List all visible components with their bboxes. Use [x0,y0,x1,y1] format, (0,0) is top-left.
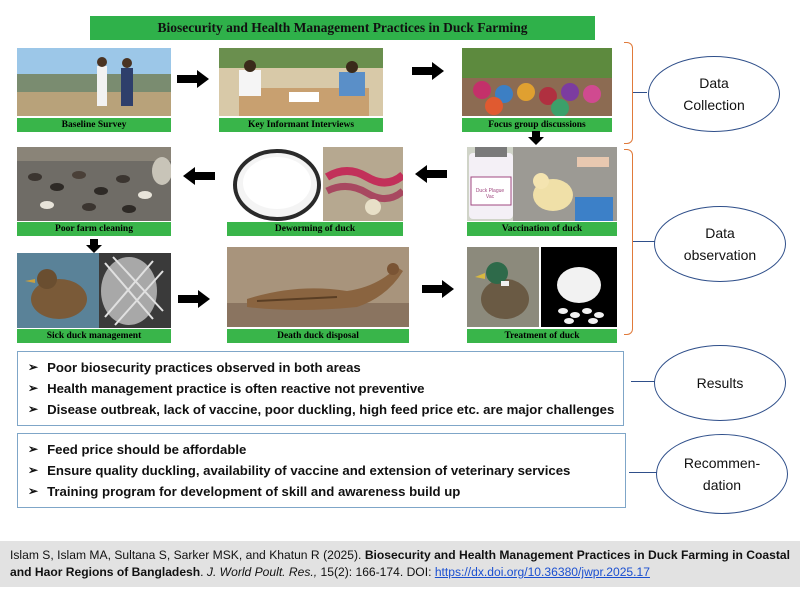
caption-vaccination: Vaccination of duck [467,222,617,236]
caption-deworming: Deworming of duck [227,222,403,236]
connector-collection [633,92,647,93]
diagram-title: Biosecurity and Health Management Practi… [90,16,595,40]
treatment-image [467,247,617,327]
caption-key-informant-interviews: Key Informant Interviews [219,118,383,132]
sick-duck-image [17,253,171,328]
list-item: ➢Ensure quality duckling, availability o… [28,460,615,481]
arrow-right-icon [412,62,444,80]
bracket-data-observation [624,149,633,335]
list-item: ➢Training program for development of ski… [28,481,615,502]
citation-authors: Islam S, Islam MA, Sultana S, Sarker MSK… [10,548,362,562]
connector-observation [633,241,655,242]
arrow-right-icon [422,280,454,298]
caption-sick-duck: Sick duck management [17,329,171,343]
baseline-survey-image [17,48,171,116]
farm-cleaning-image [17,147,171,221]
results-box: ➢Poor biosecurity practices observed in … [17,351,624,426]
arrow-bullet-icon: ➢ [28,463,39,477]
photo-baseline-survey [17,48,171,116]
caption-poor-farm-cleaning: Poor farm cleaning [17,222,171,236]
arrow-bullet-icon: ➢ [28,442,39,456]
arrow-right-icon [177,70,209,88]
list-item: ➢Feed price should be affordable [28,439,615,460]
photo-deworming [227,147,403,221]
photo-key-informant-interviews [219,48,383,116]
photo-vaccination [467,147,617,221]
citation-volume: 15(2): 166-174. DOI: [320,565,432,579]
citation-article: Biosecurity and Health Management Practi… [10,548,790,579]
arrow-right-icon [178,290,210,308]
photo-death-duck-disposal [227,247,409,327]
arrow-bullet-icon: ➢ [28,484,39,498]
arrow-bullet-icon: ➢ [28,360,39,374]
results-list: ➢Poor biosecurity practices observed in … [28,357,614,420]
citation-doi-link[interactable]: https://dx.doi.org/10.36380/jwpr.2025.17 [434,565,650,579]
list-item: ➢Health management practice is often rea… [28,378,613,399]
caption-focus-group: Focus group discussions [462,118,612,132]
connector-recommendation [629,472,657,473]
stage-recommendation: Recommen-dation [656,434,788,514]
arrow-left-icon [183,167,215,185]
bracket-data-collection [624,42,633,144]
list-item: ➢Poor biosecurity practices observed in … [28,357,613,378]
photo-treatment [467,247,617,327]
photo-poor-farm-cleaning [17,147,171,221]
vaccination-image [467,147,617,221]
death-duck-image [227,247,409,327]
recommendations-box: ➢Feed price should be affordable ➢Ensure… [17,433,626,508]
caption-death-duck-disposal: Death duck disposal [227,329,409,343]
focus-group-image [462,48,612,116]
stage-results: Results [654,345,786,421]
vaccine-bottle-label: Duck Plague Vac [475,188,505,200]
citation-journal: J. World Poult. Res., [206,565,318,579]
recommendations-list: ➢Feed price should be affordable ➢Ensure… [28,439,615,502]
key-informant-image [219,48,383,116]
caption-baseline-survey: Baseline Survey [17,118,171,132]
arrow-bullet-icon: ➢ [28,402,39,416]
caption-treatment: Treatment of duck [467,329,617,343]
citation: Islam S, Islam MA, Sultana S, Sarker MSK… [0,541,800,587]
photo-focus-group [462,48,612,116]
connector-results [631,381,655,382]
arrow-bullet-icon: ➢ [28,381,39,395]
photo-sick-duck [17,253,171,328]
list-item: ➢Disease outbreak, lack of vaccine, poor… [28,399,614,420]
arrow-down-icon [86,239,102,253]
deworming-image [227,147,403,221]
arrow-down-icon [528,131,544,145]
arrow-left-icon [415,165,447,183]
